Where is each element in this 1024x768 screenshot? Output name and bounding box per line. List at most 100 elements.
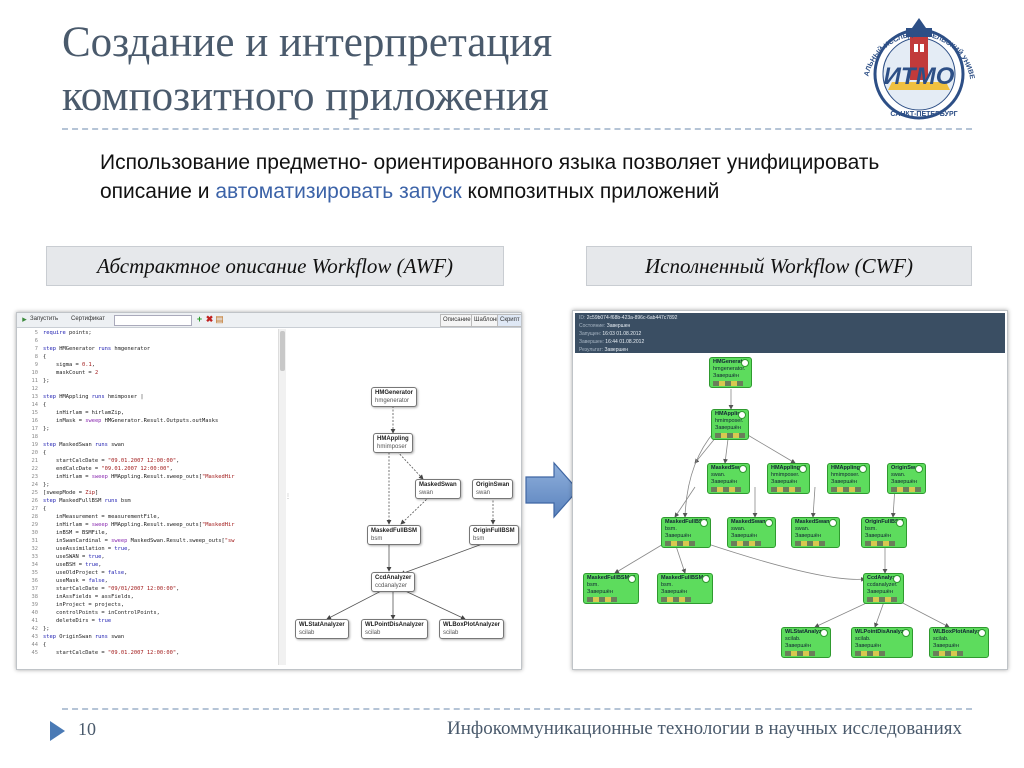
scrollbar-thumb[interactable] [280,331,285,371]
node-resource: hmimposer [377,444,407,450]
code-text: step HMAppling runs hmimposer | [43,394,144,400]
status-check-icon [700,519,709,527]
code-text: startCalcDate = "09.01.2007 12:00:00", [43,650,180,656]
save-icon[interactable]: ▤ [215,314,224,324]
slide-title: Создание и интерпретация композитного пр… [62,16,822,124]
code-scrollbar[interactable] [278,329,286,665]
node-resource: ccdanalyzer. [867,582,898,588]
node-toolbar-icons[interactable] [933,651,963,656]
code-text: inSwanCardinal = sweep MaskedSwan.Result… [43,538,235,544]
certificate-label: Сертификат [71,316,105,322]
line-number: 23 [31,474,39,480]
line-number: 18 [31,434,39,440]
code-line: 35 useOldProject = false, [20,569,278,577]
node-toolbar-icons[interactable] [771,487,801,492]
code-text: useAssimilation = true, [43,546,131,552]
id-value: 2c59b074-f68b-423a-896c-6ab447c7892 [586,315,678,321]
node-resource: bsm. [587,582,599,588]
remove-icon[interactable]: ✖ [205,314,214,324]
node-toolbar-icons[interactable] [795,541,825,546]
node-toolbar-icons[interactable] [855,651,885,656]
node-title: HMAppling [715,411,745,417]
awf-node-hmappling[interactable]: HMAppling hmimposer [373,433,413,453]
code-text: [sweepMode = Zip] [43,490,99,496]
node-toolbar-icons[interactable] [665,541,695,546]
status-check-icon [702,575,711,583]
node-title: WLBoxPlotAnalyzer [443,622,501,628]
panel-splitter[interactable]: ⋮ [285,493,291,500]
node-toolbar-icons[interactable] [831,487,861,492]
node-toolbar-icons[interactable] [865,541,895,546]
node-toolbar-icons[interactable] [711,487,741,492]
code-text: step MaskedFullBSM runs bsm [43,498,131,504]
node-toolbar-icons[interactable] [785,651,815,656]
node-toolbar-icons[interactable] [731,541,761,546]
add-icon[interactable]: + [196,314,203,324]
status-check-icon [828,519,837,527]
node-toolbar-icons[interactable] [713,381,743,386]
code-line: 23 inHirlam = sweep HMAppling.Result.swe… [20,473,278,481]
node-title: CcdAnalyzer [375,575,412,581]
line-number: 16 [31,418,39,424]
tab-templates[interactable]: Шаблоны [471,314,504,327]
node-title: HMAppling [377,436,409,442]
line-number: 43 [31,634,39,640]
node-resource: hmimposer. [831,472,860,478]
node-toolbar-icons[interactable] [661,597,691,602]
title-line-2: композитного приложения [62,73,549,120]
status-check-icon [914,465,923,473]
line-number: 34 [31,562,39,568]
line-number: 14 [31,402,39,408]
code-text: sigma = 0.1, [43,362,95,368]
node-toolbar-icons[interactable] [867,597,897,602]
code-line: 9 sigma = 0.1, [20,361,278,369]
code-line: 14{ [20,401,278,409]
tab-description[interactable]: Описание [440,314,474,327]
tab-script[interactable]: Скрипт [497,314,521,327]
status-check-icon [628,575,637,583]
state-value: Завершен [606,323,631,329]
node-status: Завершён [865,533,891,539]
line-number: 5 [34,330,38,336]
node-toolbar-icons[interactable] [715,433,745,438]
code-line: 41 deleteDirs = true [20,617,278,625]
node-toolbar-icons[interactable] [891,487,921,492]
cwf-panel: ID: 2c59b074-f68b-423a-896c-6ab447c7892 … [572,310,1008,670]
run-icon[interactable]: ▸ [22,314,27,324]
run-button[interactable]: Запустить [30,316,59,322]
certificate-select[interactable] [114,315,192,326]
line-number: 13 [31,394,39,400]
node-toolbar-icons[interactable] [587,597,617,602]
code-line: 11}; [20,377,278,385]
code-line: 6 [20,337,278,345]
